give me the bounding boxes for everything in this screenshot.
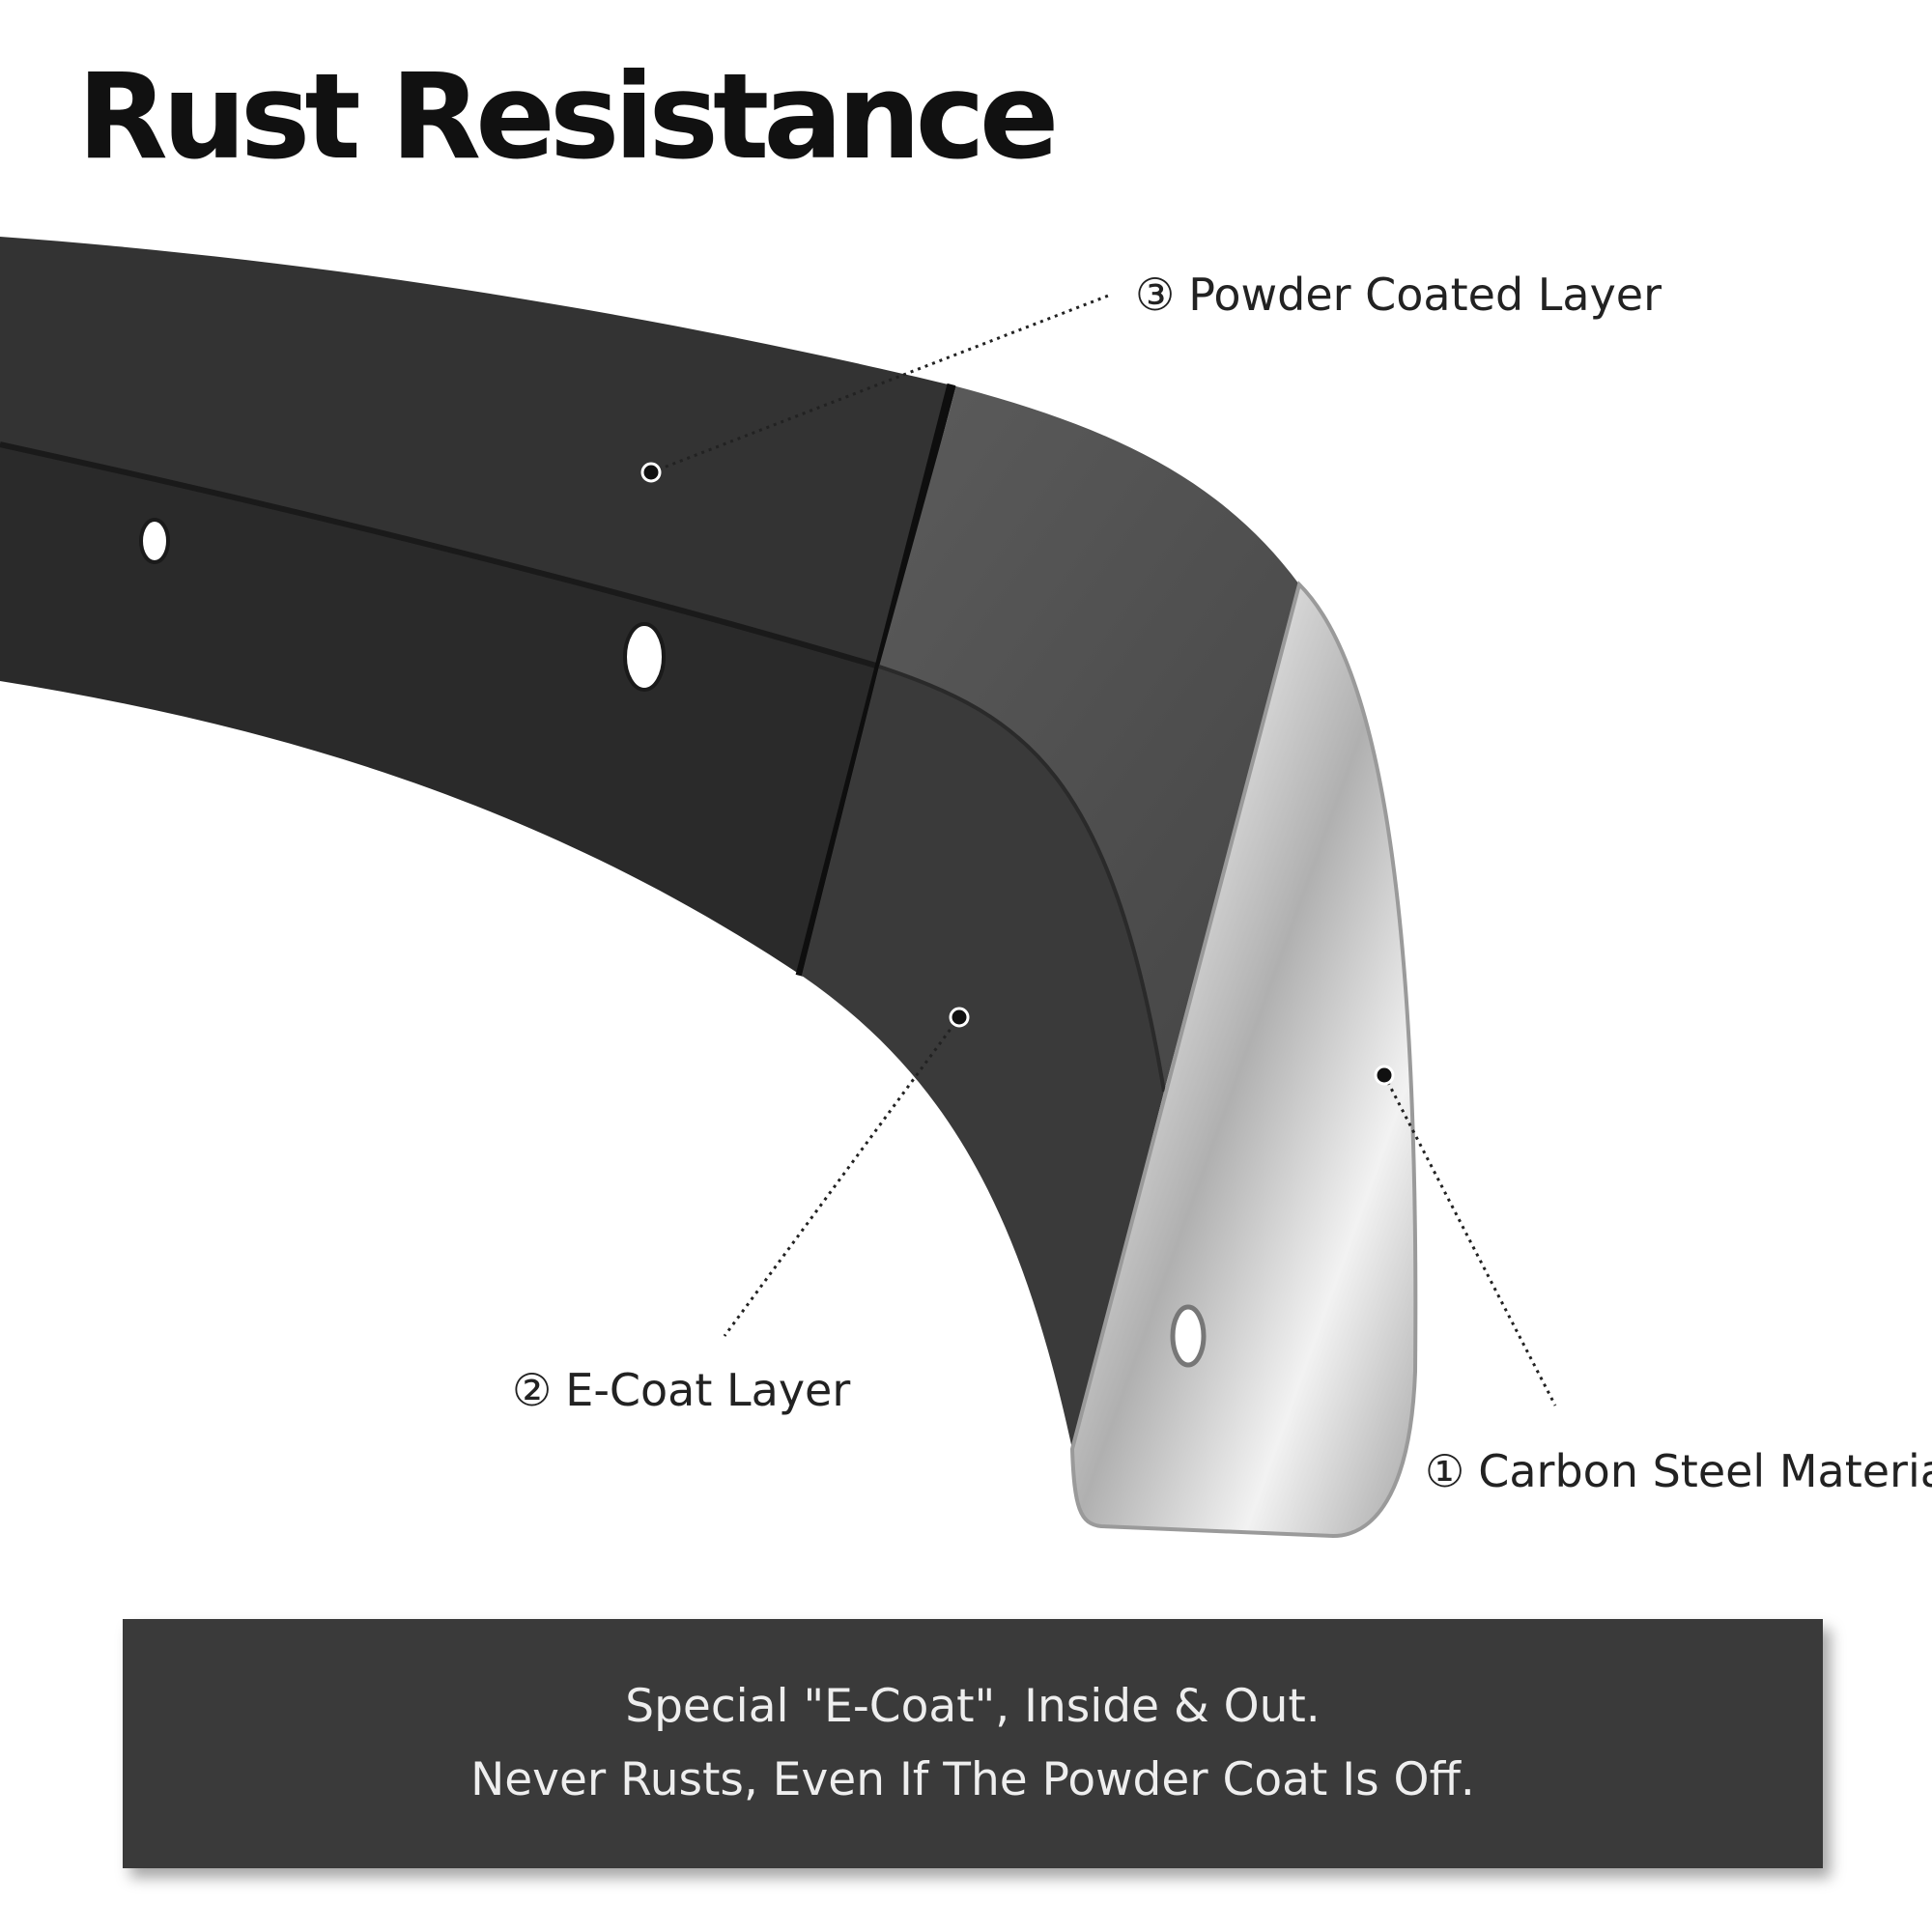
ecoat-section [802, 386, 1299, 1449]
steel-leader-line [1382, 1074, 1557, 1406]
mounting-hole [1170, 1304, 1207, 1368]
mounting-hole [623, 622, 666, 692]
callout-number: ③ [1135, 269, 1176, 321]
page-title: Rust Resistance [77, 48, 1060, 185]
feature-banner: Special "E-Coat", Inside & Out. Never Ru… [123, 1619, 1823, 1868]
leader-lines [640, 293, 1557, 1406]
steel-pointer-dot [1374, 1065, 1395, 1086]
mounting-hole [139, 518, 170, 564]
carbon-steel-section [1069, 581, 1418, 1539]
callout-label: E-Coat Layer [565, 1364, 851, 1416]
banner-line-2: Never Rusts, Even If The Powder Coat Is … [470, 1753, 1475, 1806]
powder-pointer-dot [640, 462, 662, 483]
powder-leader-line [650, 293, 1112, 474]
callout-label: Carbon Steel Material [1478, 1445, 1932, 1497]
banner-line-1: Special "E-Coat", Inside & Out. [625, 1680, 1321, 1733]
callout-number: ② [512, 1364, 553, 1416]
powder-coated-section [0, 237, 956, 976]
callout-number: ① [1425, 1445, 1465, 1497]
callout-label: Powder Coated Layer [1188, 269, 1662, 321]
ecoat-pointer-dot [949, 1007, 970, 1028]
